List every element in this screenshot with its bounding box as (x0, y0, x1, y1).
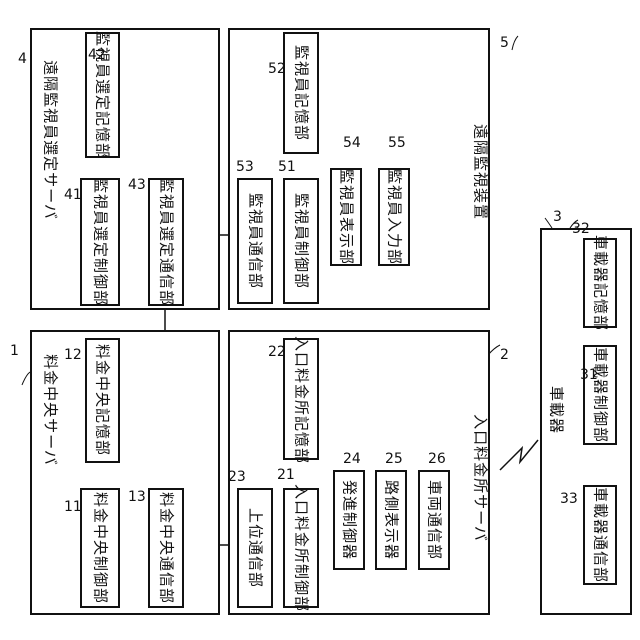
toll-central-storage-ref: 12 (64, 348, 82, 362)
entrance-storage-ref: 22 (268, 345, 286, 359)
monitor-control-ref: 51 (278, 160, 296, 174)
selection-comm-ref: 43 (128, 178, 146, 192)
onboard-unit-title: 車載器 (549, 386, 564, 434)
onboard-storage-ref: 32 (572, 222, 590, 236)
entrance-server-title: 入口料金所サーバ (473, 414, 488, 542)
vehicle-comm-label: 車両通信部 (427, 480, 442, 560)
onboard-storage-label: 車載器記憶部 (593, 235, 608, 331)
monitor-display-ref: 54 (343, 136, 361, 150)
monitor-storage-label: 監視員記憶部 (294, 45, 309, 141)
selection-comm-label: 監視員選定通信部 (159, 178, 174, 306)
toll-central-storage-label: 料金中央記憶部 (95, 344, 110, 456)
wireless-link-icon (500, 440, 538, 470)
monitor-input-ref: 55 (388, 136, 406, 150)
monitor-display-label: 監視員表示部 (339, 169, 354, 265)
monitor-comm-ref: 53 (236, 160, 254, 174)
onboard-comm-label: 車載器通信部 (593, 487, 608, 583)
selection-control-ref: 41 (64, 188, 82, 202)
roadside-display-label: 路側表示器 (384, 480, 399, 560)
entrance-storage-label: 入口料金所記憶部 (294, 336, 309, 464)
vehicle-comm-ref: 26 (428, 452, 446, 466)
onboard-comm-ref: 33 (560, 492, 578, 506)
onboard-control-ref: 31 (580, 368, 598, 382)
monitor-control-label: 監視員制御部 (294, 193, 309, 289)
entrance-server-ref: 2 (500, 348, 509, 362)
onboard-unit-ref: 3 (553, 210, 562, 224)
monitor-storage-ref: 52 (268, 62, 286, 76)
departure-controller-ref: 24 (343, 452, 361, 466)
departure-controller-label: 発進制御器 (342, 480, 357, 560)
toll-central-control-label: 料金中央制御部 (93, 492, 108, 604)
roadside-display-ref: 25 (385, 452, 403, 466)
selection-storage-ref: 42 (88, 48, 106, 62)
monitor-device-title: 遠隔監視装置 (473, 124, 488, 220)
monitor-comm-label: 監視員通信部 (248, 193, 263, 289)
toll-central-control-ref: 11 (64, 500, 82, 514)
selection-server-ref: 4 (18, 52, 27, 66)
toll-central-server-title: 料金中央サーバ (43, 354, 58, 466)
monitor-device-ref: 5 (500, 36, 509, 50)
upper-comm-label: 上位通信部 (248, 508, 263, 588)
monitor-input-label: 監視員入力部 (387, 169, 402, 265)
entrance-control-label: 入口料金所制御部 (294, 484, 309, 612)
selection-control-label: 監視員選定制御部 (93, 178, 108, 306)
onboard-control-label: 車載器制御部 (593, 347, 608, 443)
toll-central-server-ref: 1 (10, 344, 19, 358)
upper-comm-ref: 23 (228, 470, 246, 484)
selection-server-title: 遠隔監視員選定サーバ (43, 60, 58, 220)
toll-central-comm-ref: 13 (128, 490, 146, 504)
toll-central-comm-label: 料金中央通信部 (159, 492, 174, 604)
entrance-control-ref: 21 (277, 468, 295, 482)
